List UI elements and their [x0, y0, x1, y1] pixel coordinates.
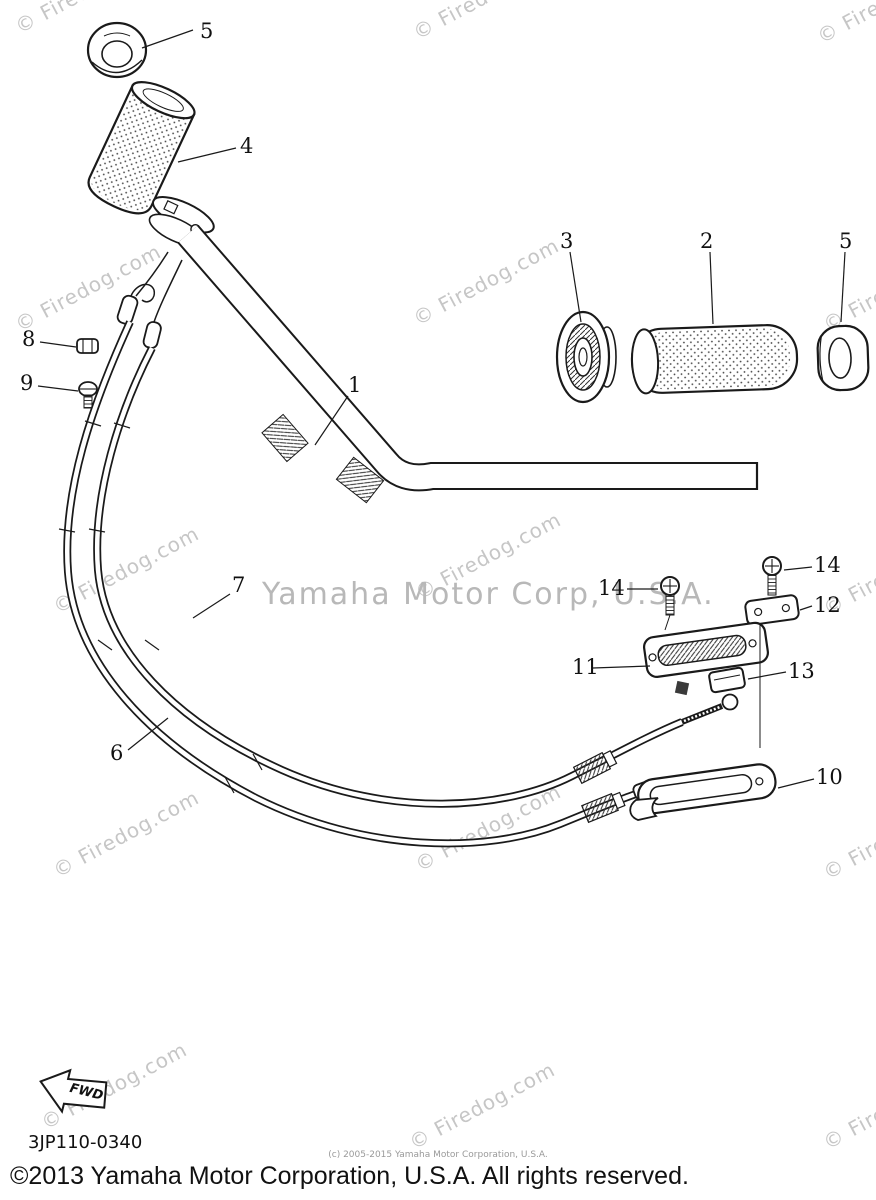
- watermark-text: © Firedog.com: [11, 0, 165, 38]
- callout-12: 12: [814, 593, 841, 617]
- part-1-handlebar: [177, 224, 759, 504]
- micro-copyright: (c) 2005-2015 Yamaha Motor Corporation, …: [328, 1150, 548, 1160]
- watermark-text: © Firedog.com: [405, 1057, 559, 1154]
- callout-2: 2: [700, 229, 713, 253]
- part-12-holder-plate: [744, 594, 800, 626]
- part-5-left-grip-end-cap: [86, 21, 148, 79]
- callout-10: 10: [816, 765, 843, 789]
- callout-layer: 5 4 3 2 5 8 9 1 7 6 14 14 12 11 13 10: [20, 19, 852, 789]
- part-11-guide-bracket: [642, 621, 769, 678]
- watermark-text: © Firedog.com: [819, 1057, 876, 1154]
- cable-end-barrel: [116, 294, 139, 325]
- callout-14-right: 14: [814, 553, 841, 577]
- knurl-band: [261, 413, 309, 463]
- throttle-cable-wires: [130, 251, 183, 323]
- part-9-screw: [78, 381, 98, 409]
- part-10-cable-holder: [637, 763, 777, 815]
- callout-14-left: 14: [598, 576, 625, 600]
- watermark-text: © Firedog.com: [819, 239, 876, 336]
- callout-1: 1: [348, 373, 361, 397]
- callout-5-left: 5: [200, 19, 213, 43]
- callout-3: 3: [560, 229, 573, 253]
- part-8-clip: [76, 338, 99, 354]
- part-4-left-grip: [87, 81, 196, 215]
- watermark-text: © Firedog.com: [49, 785, 203, 882]
- callout-9: 9: [20, 371, 33, 395]
- callout-11: 11: [572, 655, 599, 679]
- callout-4: 4: [240, 134, 253, 158]
- diagram-code: 3JP110-0340: [28, 1132, 142, 1153]
- copyright-line: ©2013 Yamaha Motor Corporation, U.S.A. A…: [10, 1162, 689, 1190]
- part-14-screw-left: [660, 576, 680, 631]
- fwd-direction-arrow: FWD: [39, 1068, 108, 1114]
- watermark-text: © Firedog.com: [409, 0, 563, 44]
- watermark-text: © Firedog.com: [409, 233, 563, 330]
- watermark-text: © Firedog.com: [813, 0, 876, 48]
- callout-7: 7: [232, 573, 245, 597]
- callout-5-right: 5: [839, 229, 852, 253]
- callout-6: 6: [110, 741, 123, 765]
- cable-end-barrel: [142, 321, 162, 349]
- part-14-screw-right: [762, 556, 782, 596]
- footer: 3JP110-0340 (c) 2005-2015 Yamaha Motor C…: [10, 1132, 689, 1190]
- brand-watermark-text: Yamaha Motor Corp, U.S.A.: [261, 577, 715, 612]
- part-5-right-grip-end-cap: [816, 324, 870, 392]
- knurl-band: [335, 456, 385, 504]
- part-3-throttle-flange: [555, 310, 617, 404]
- callout-8: 8: [22, 327, 35, 351]
- part-10-clamp-tab: [629, 797, 659, 821]
- watermark-text: © Firedog.com: [819, 787, 876, 884]
- part-2-right-grip: [630, 324, 799, 395]
- callout-13: 13: [788, 659, 815, 683]
- part-13-connector: [674, 666, 746, 696]
- part-7-throttle-cable: [88, 346, 739, 808]
